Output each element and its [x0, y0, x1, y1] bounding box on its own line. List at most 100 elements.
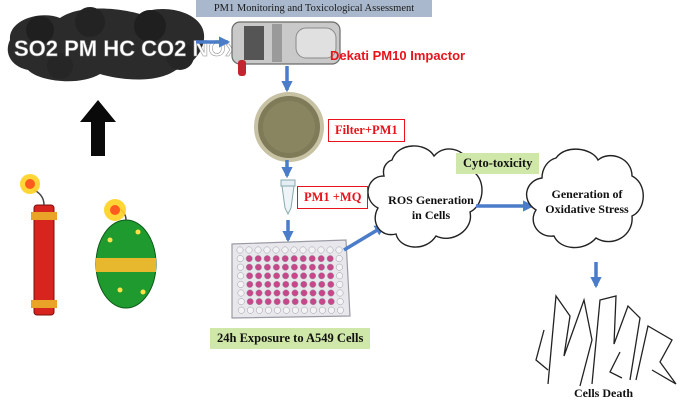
plate-well	[291, 298, 299, 306]
plate-well	[327, 298, 335, 306]
cloud-icon	[367, 145, 483, 248]
plate-well	[290, 263, 298, 271]
plate-well	[308, 263, 316, 271]
plate-well	[245, 255, 253, 263]
plate-well	[246, 272, 254, 280]
plate-well	[273, 298, 281, 306]
plate-well	[246, 289, 254, 297]
plate-well	[264, 272, 272, 280]
plate-well	[264, 289, 272, 297]
plate-well	[327, 289, 335, 297]
plate-well	[300, 280, 308, 288]
plate-well	[246, 280, 254, 288]
plate-well	[308, 255, 316, 263]
plate-well	[317, 255, 325, 263]
plate-well	[291, 306, 299, 314]
arrow-plate-to-ros	[343, 224, 386, 252]
plate-well	[255, 289, 263, 297]
plate-well	[237, 280, 245, 288]
plate-well	[335, 246, 343, 254]
plate-well	[263, 246, 271, 254]
plate-well	[335, 255, 343, 263]
plate-well	[246, 306, 254, 314]
plate-well	[299, 246, 307, 254]
oxidative-label-line1: Generation of	[551, 187, 623, 201]
oxidative-stress-label: Generation of Oxidative Stress	[534, 187, 640, 217]
plate-well	[300, 298, 308, 306]
black-up-arrow-icon	[80, 100, 116, 156]
plate-well	[327, 280, 335, 288]
smoke-text: SO2 PM HC CO2 NOx	[14, 36, 238, 61]
impactor-label: Dekati PM10 Impactor	[330, 48, 466, 63]
filter-disc-icon	[254, 92, 324, 162]
plate-well	[264, 298, 272, 306]
plate-well	[246, 298, 254, 306]
exposure-label: 24h Exposure to A549 Cells	[210, 328, 371, 349]
plate-well	[281, 246, 289, 254]
plate-well	[273, 289, 281, 297]
plate-well	[273, 306, 281, 314]
plate-well	[255, 280, 263, 288]
filter-label: Filter+PM1	[328, 119, 405, 142]
tube-icon	[280, 179, 296, 216]
plate-well	[335, 263, 343, 271]
plate-well	[318, 280, 326, 288]
plate-well	[282, 306, 290, 314]
plate-well	[327, 306, 335, 314]
plate-well	[336, 272, 344, 280]
ros-label-line2: in Cells	[411, 208, 451, 222]
plate-well	[236, 263, 244, 271]
well-plate-icon	[231, 239, 351, 319]
plate-well	[326, 263, 334, 271]
dead-cells-icon	[535, 294, 677, 387]
ros-label: ROS Generation in Cells	[388, 193, 474, 223]
plate-well	[299, 255, 307, 263]
plate-well	[300, 272, 308, 280]
plate-well	[281, 255, 289, 263]
cloud-icon	[525, 148, 644, 249]
plate-well	[318, 289, 326, 297]
plate-well	[255, 306, 263, 314]
plate-well	[336, 306, 344, 314]
plate-well	[282, 280, 290, 288]
plate-well	[282, 298, 290, 306]
plate-well	[273, 280, 281, 288]
plate-well	[291, 289, 299, 297]
plate-well	[336, 280, 344, 288]
smoke-cloud-icon: SO2 PM HC CO2 NOx	[7, 7, 239, 82]
plate-well	[327, 272, 335, 280]
plate-well	[236, 255, 244, 263]
plate-well	[326, 255, 334, 263]
plate-well	[273, 272, 281, 280]
plate-well	[309, 306, 317, 314]
plate-well	[254, 263, 262, 271]
plate-well	[300, 289, 308, 297]
plate-well	[237, 272, 245, 280]
page-title: PM1 Monitoring and Toxicological Assessm…	[196, 0, 432, 17]
pm1-mq-label: PM1 +MQ	[297, 186, 369, 209]
plate-well	[263, 255, 271, 263]
plate-well	[309, 272, 317, 280]
plate-well	[237, 306, 245, 314]
plate-well	[272, 263, 280, 271]
plate-well	[282, 272, 290, 280]
plate-well	[237, 298, 245, 306]
cytotoxicity-label: Cyto-toxicity	[456, 153, 540, 174]
plate-well	[264, 306, 272, 314]
plate-well	[290, 246, 298, 254]
plate-well	[318, 306, 326, 314]
plate-well	[318, 272, 326, 280]
plate-well	[272, 246, 280, 254]
plate-well	[236, 246, 244, 254]
impactor-device-icon	[231, 21, 341, 76]
plate-well	[263, 263, 271, 271]
cells-death-label: Cells Death	[574, 386, 633, 400]
plate-well	[318, 298, 326, 306]
plate-well	[282, 289, 290, 297]
plate-well	[336, 289, 344, 297]
plate-well	[309, 289, 317, 297]
plate-well	[237, 289, 245, 297]
plate-well	[317, 263, 325, 271]
